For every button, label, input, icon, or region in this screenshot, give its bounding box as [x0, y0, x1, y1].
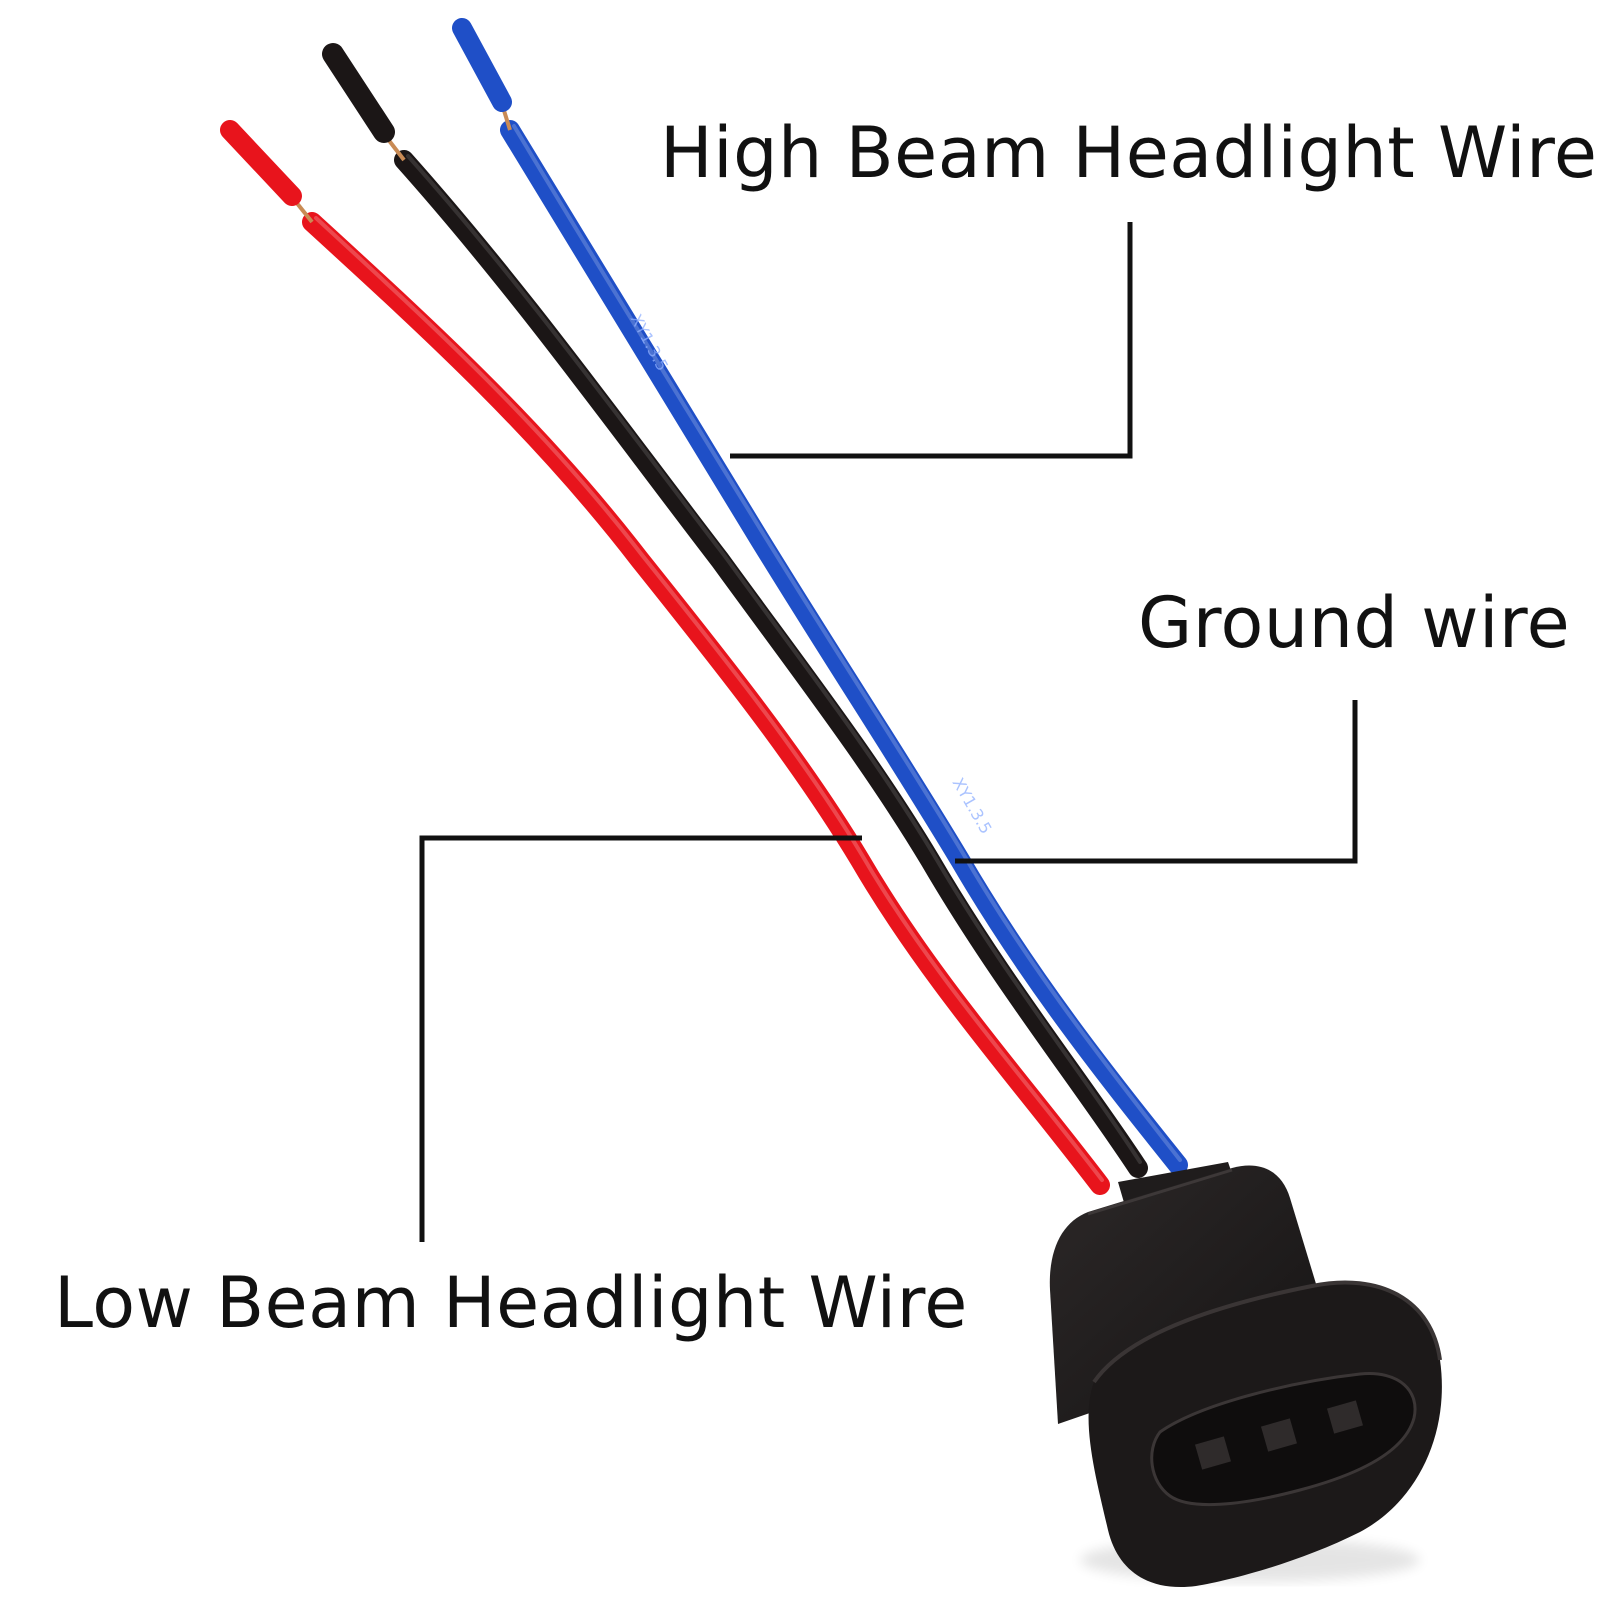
connector	[1049, 1162, 1442, 1588]
low-beam-leader-line	[419, 835, 862, 1242]
leader-lines	[419, 222, 1358, 1242]
low-beam-label: Low Beam Headlight Wire	[54, 1262, 968, 1344]
blue-wire: XY1.3.5 XY1.3.5	[452, 18, 1188, 1175]
high-beam-leader-line	[730, 222, 1133, 459]
connector-pin-slot-3	[1326, 1400, 1364, 1434]
connector-socket-rim	[1092, 1280, 1442, 1384]
red-wire-insulation	[302, 212, 1110, 1195]
connector-pin-slot-2	[1260, 1418, 1298, 1452]
red-wire-highlight	[314, 216, 1104, 1182]
ground-leader-line	[955, 700, 1358, 864]
black-wire	[322, 43, 1148, 1178]
black-wire-highlight	[406, 154, 1142, 1164]
blue-wire-print-lower: XY1.3.5	[949, 775, 996, 838]
blue-wire-stripped-tip	[452, 18, 512, 112]
red-wire	[220, 120, 1110, 1195]
high-beam-label: High Beam Headlight Wire	[660, 112, 1598, 194]
connector-pin-slot-1	[1194, 1436, 1232, 1470]
ground-wire-label: Ground wire	[1138, 582, 1571, 664]
black-wire-insulation	[394, 150, 1148, 1178]
connector-latch-edge	[1087, 1168, 1233, 1216]
red-wire-stripped-tip	[220, 120, 302, 206]
blue-wire-insulation	[500, 120, 1188, 1175]
blue-wire-highlight	[512, 124, 1182, 1162]
black-wire-stripped-tip	[322, 43, 395, 143]
